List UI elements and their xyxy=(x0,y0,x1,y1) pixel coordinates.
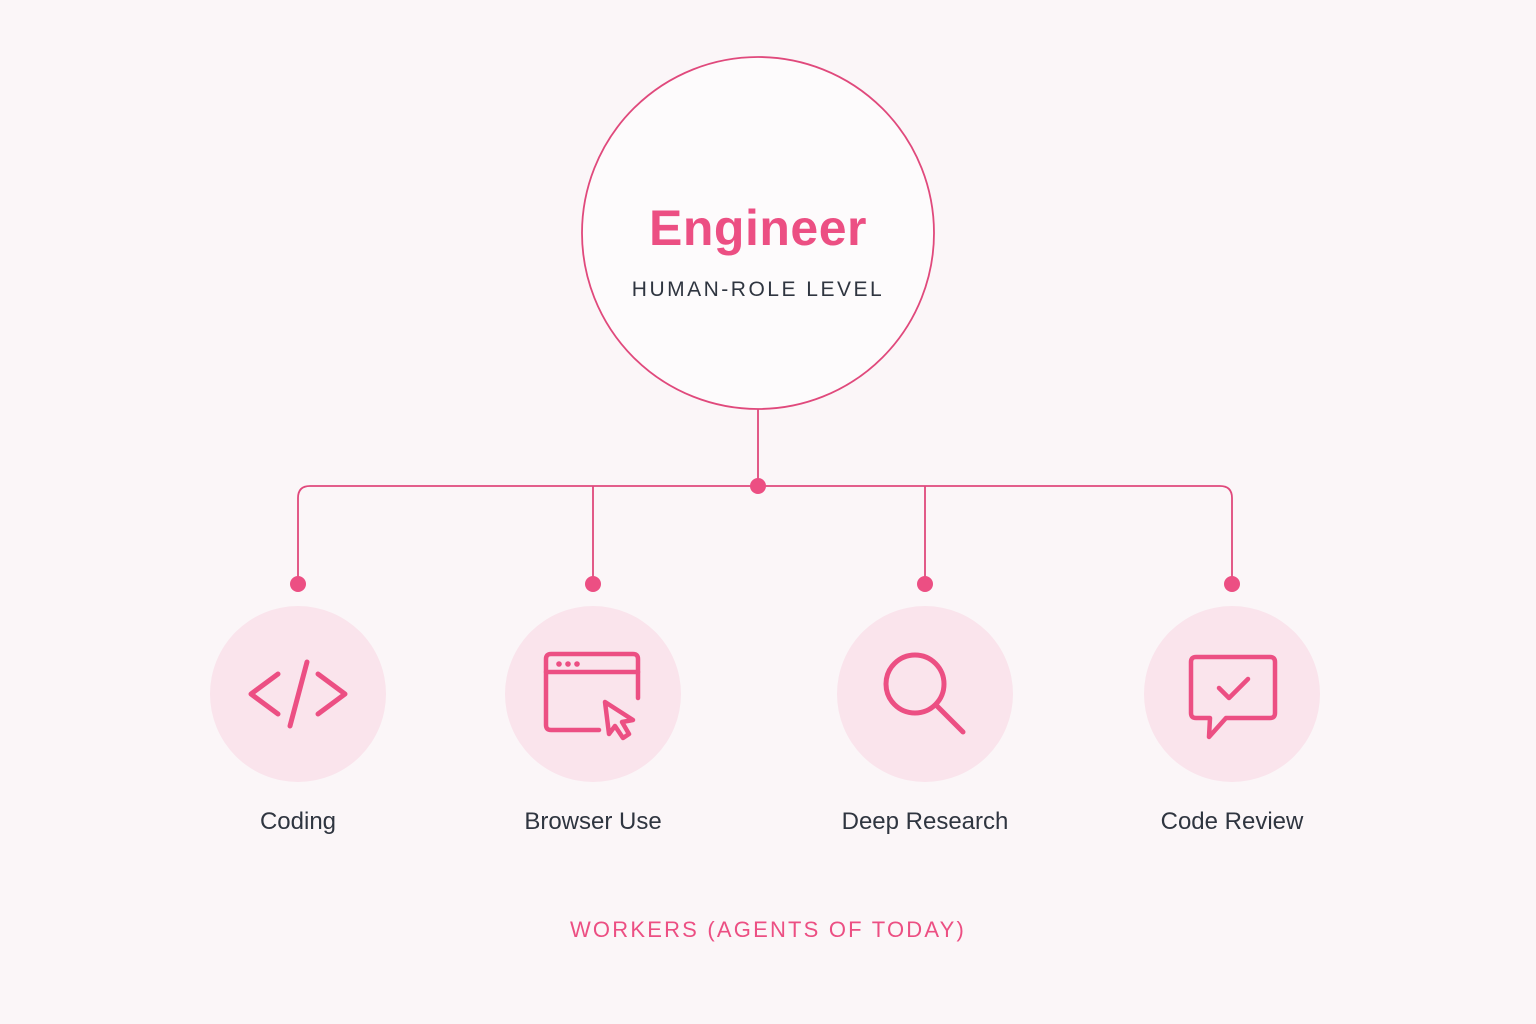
worker-coding-icon-bubble xyxy=(210,606,386,782)
root-node-title: Engineer xyxy=(649,200,867,256)
node-dot-browser xyxy=(585,576,601,592)
root-node-subtitle: HUMAN-ROLE LEVEL xyxy=(631,278,885,301)
worker-label-deep-research: Deep Research xyxy=(841,808,1009,835)
worker-browser-icon-bubble xyxy=(505,606,681,782)
bus-junction-dot xyxy=(750,478,766,494)
worker-label-coding: Coding xyxy=(259,808,337,835)
bus-line xyxy=(297,485,1233,582)
browser-cursor-icon xyxy=(543,651,641,741)
chat-check-icon xyxy=(1188,654,1278,740)
code-icon xyxy=(248,659,348,729)
worker-label-browser-use: Browser Use xyxy=(524,808,662,835)
node-dot-research xyxy=(917,576,933,592)
worker-review-icon-bubble xyxy=(1144,606,1320,782)
node-dot-review xyxy=(1224,576,1240,592)
magnifier-icon xyxy=(883,652,966,735)
workers-caption: WORKERS (AGENTS OF TODAY) xyxy=(569,917,967,942)
node-dot-coding xyxy=(290,576,306,592)
worker-research-icon-bubble xyxy=(837,606,1013,782)
worker-label-code-review: Code Review xyxy=(1160,808,1304,835)
